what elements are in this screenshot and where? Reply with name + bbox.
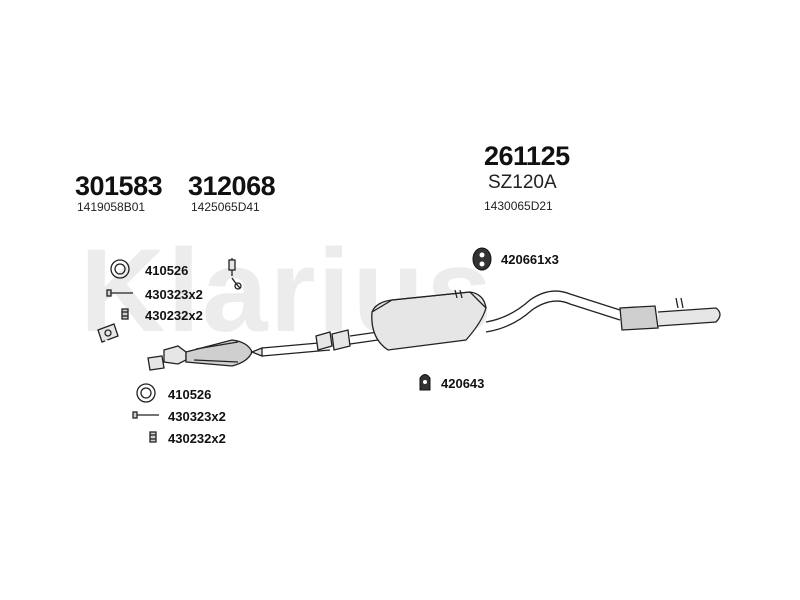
part-number-catalyst: 312068 <box>188 171 276 201</box>
part-number-rear-section: 261125 <box>484 141 570 171</box>
fitting-label-hanger: 420643 <box>441 376 485 391</box>
hanger-icon <box>419 374 431 391</box>
bolt-icon <box>132 411 159 419</box>
ring-icon <box>136 383 156 403</box>
rear-section <box>349 289 721 351</box>
oem-code-rear-section: 1430065D21 <box>484 199 553 213</box>
fitting-label-ring-upper: 410526 <box>145 263 189 278</box>
bolt-icon <box>106 289 133 297</box>
fitting-label-ring-lower: 410526 <box>168 387 212 402</box>
fitting-label-nut-lower: 430232x2 <box>168 431 226 446</box>
fitting-label-nut-upper: 430232x2 <box>145 308 203 323</box>
oem-code-front-pipe: 1419058B01 <box>77 200 146 214</box>
fitting-label-bolt-lower: 430323x2 <box>168 409 226 424</box>
ring-icon <box>110 259 130 279</box>
model-code-rear-section: SZ120A <box>488 172 557 193</box>
rubber-mount-icon <box>472 247 492 271</box>
oem-code-catalyst: 1425065D41 <box>191 200 260 214</box>
nut-icon <box>149 431 157 443</box>
part-number-front-pipe: 301583 <box>75 171 163 201</box>
fitting-label-bolt-upper: 430323x2 <box>145 287 203 302</box>
catalyst <box>163 258 263 367</box>
intermediate-pipe <box>261 329 351 357</box>
fitting-label-rubber-mount: 420661x3 <box>501 252 559 267</box>
front-pipe <box>97 323 165 371</box>
nut-icon <box>121 308 129 320</box>
